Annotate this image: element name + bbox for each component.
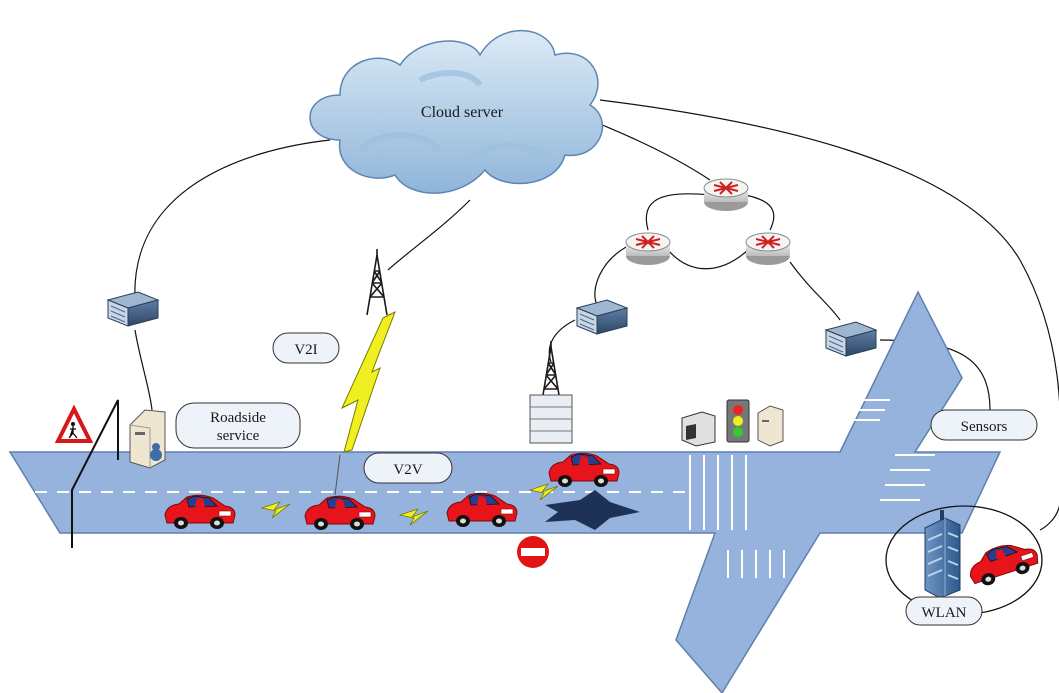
pc-icon bbox=[757, 405, 784, 447]
svg-text:V2V: V2V bbox=[393, 462, 422, 478]
svg-text:Roadside: Roadside bbox=[210, 410, 266, 426]
building-icon bbox=[924, 510, 961, 599]
pc-icon bbox=[129, 409, 166, 469]
v2v-label: V2V bbox=[363, 452, 453, 484]
sensor-icon bbox=[681, 411, 716, 447]
car-icon bbox=[964, 535, 1043, 591]
base-station-icon bbox=[529, 340, 573, 444]
no-entry-sign-icon bbox=[517, 536, 549, 568]
svg-text:service: service bbox=[217, 428, 260, 444]
sensors-label: Sensors bbox=[930, 409, 1038, 441]
server-icon bbox=[825, 321, 877, 357]
traffic-light-icon bbox=[726, 399, 750, 443]
router-icon bbox=[703, 178, 749, 212]
cloud-server-icon: Cloud server bbox=[309, 29, 604, 194]
server-icon bbox=[107, 291, 159, 327]
roadside-service-label: Roadside service bbox=[175, 402, 301, 449]
v2i-label: V2I bbox=[272, 332, 340, 364]
road bbox=[8, 290, 1002, 693]
svg-text:V2I: V2I bbox=[294, 342, 317, 358]
server-icon bbox=[576, 299, 628, 335]
router-icon bbox=[745, 232, 791, 266]
cloud-server-label: Cloud server bbox=[421, 104, 504, 121]
tower-icon bbox=[366, 248, 388, 316]
wlan-label: WLAN bbox=[905, 596, 983, 626]
router-icon bbox=[625, 232, 671, 266]
pothole-icon bbox=[545, 490, 640, 530]
svg-text:Sensors: Sensors bbox=[961, 419, 1008, 435]
v2i-lightning-icon bbox=[340, 310, 396, 453]
pedestrian-warning-sign-icon bbox=[54, 399, 119, 548]
network-links bbox=[134, 99, 1059, 531]
svg-text:WLAN: WLAN bbox=[922, 605, 967, 621]
